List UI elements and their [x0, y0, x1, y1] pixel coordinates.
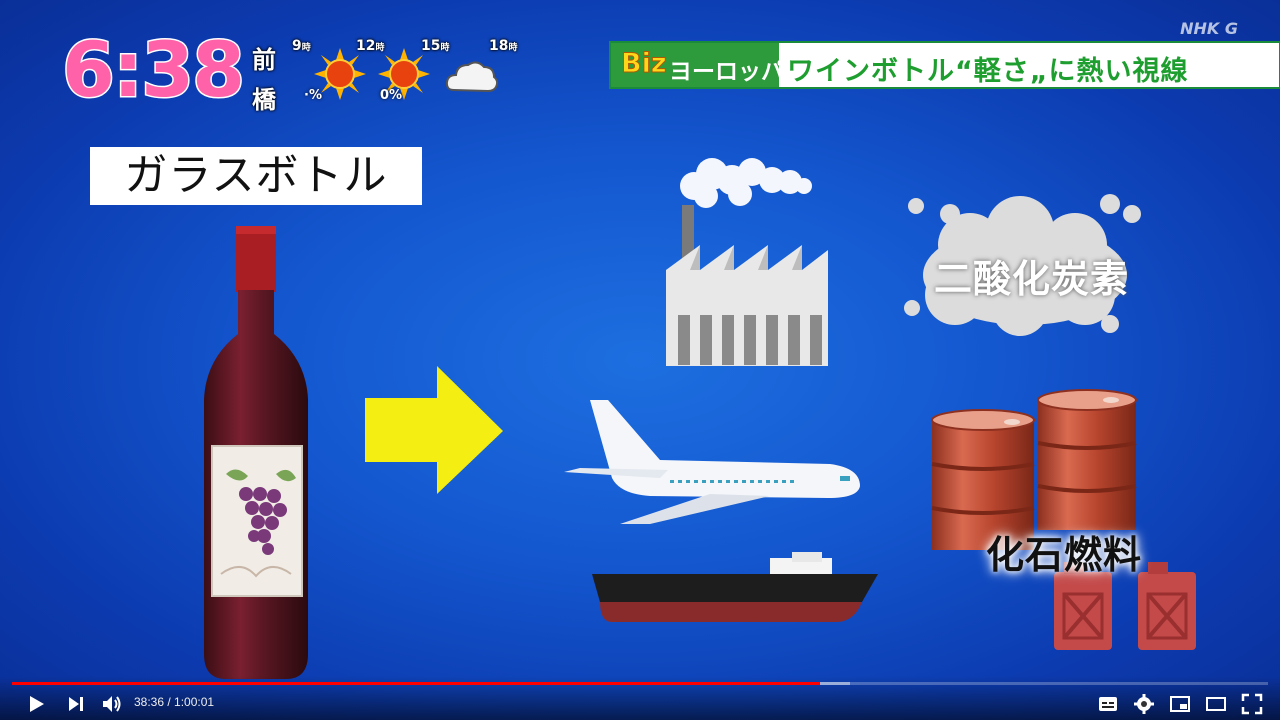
wine-bottle-illustration — [204, 226, 308, 679]
sun-icon — [378, 48, 430, 100]
fullscreen-icon[interactable] — [1240, 692, 1264, 716]
weather-hour-12: 12時 — [356, 38, 385, 54]
ship-illustration — [592, 552, 878, 622]
broadcast-clock: 6:38 — [60, 25, 246, 114]
co2-label: 二酸化炭素 — [934, 257, 1130, 301]
arrow-right-icon — [365, 366, 503, 494]
weather-hour-15: 15時 — [421, 38, 450, 54]
miniplayer-icon[interactable] — [1168, 692, 1192, 716]
biz-corner-box: Biz ヨーロッパ — [611, 43, 784, 87]
location-line2: 橋 — [252, 86, 276, 114]
factory-illustration — [666, 158, 828, 366]
progress-bar[interactable] — [12, 682, 1268, 685]
airplane-illustration — [564, 400, 860, 524]
cloud-icon — [445, 61, 499, 93]
weather-hour-18: 18時 — [489, 38, 518, 54]
settings-gear-icon[interactable] — [1132, 692, 1156, 716]
headline-banner: Biz ヨーロッパ ワインボトル“軽さ„に熱い視線 — [609, 41, 1280, 89]
location-line1: 前 — [252, 46, 276, 74]
play-icon[interactable] — [24, 692, 48, 716]
weather-hour-9: 9時 — [292, 38, 311, 54]
biz-logo: Biz — [621, 48, 668, 80]
weather-precip-12: 0% — [380, 88, 403, 103]
oil-barrels-illustration — [931, 389, 1137, 550]
glass-bottle-label: ガラスボトル — [90, 147, 422, 205]
player-controls: 38:36 / 1:00:01 — [0, 676, 1280, 720]
corner-name: ヨーロッパ — [669, 59, 784, 85]
headline-text: ワインボトル“軽さ„に熱い視線 — [787, 56, 1189, 87]
co2-cloud-illustration — [904, 194, 1141, 336]
subtitles-icon[interactable] — [1096, 692, 1120, 716]
theater-mode-icon[interactable] — [1204, 692, 1228, 716]
weather-precip-9: ·% — [304, 88, 322, 103]
time-display: 38:36 / 1:00:01 — [134, 695, 215, 709]
progress-played — [12, 682, 820, 685]
volume-icon[interactable] — [100, 692, 124, 716]
channel-logo: NHK G — [1180, 19, 1238, 38]
fossil-fuel-label: 化石燃料 — [986, 533, 1143, 577]
next-icon[interactable] — [64, 692, 88, 716]
sun-icon — [314, 48, 366, 100]
fuel-cans-illustration — [1054, 562, 1196, 650]
